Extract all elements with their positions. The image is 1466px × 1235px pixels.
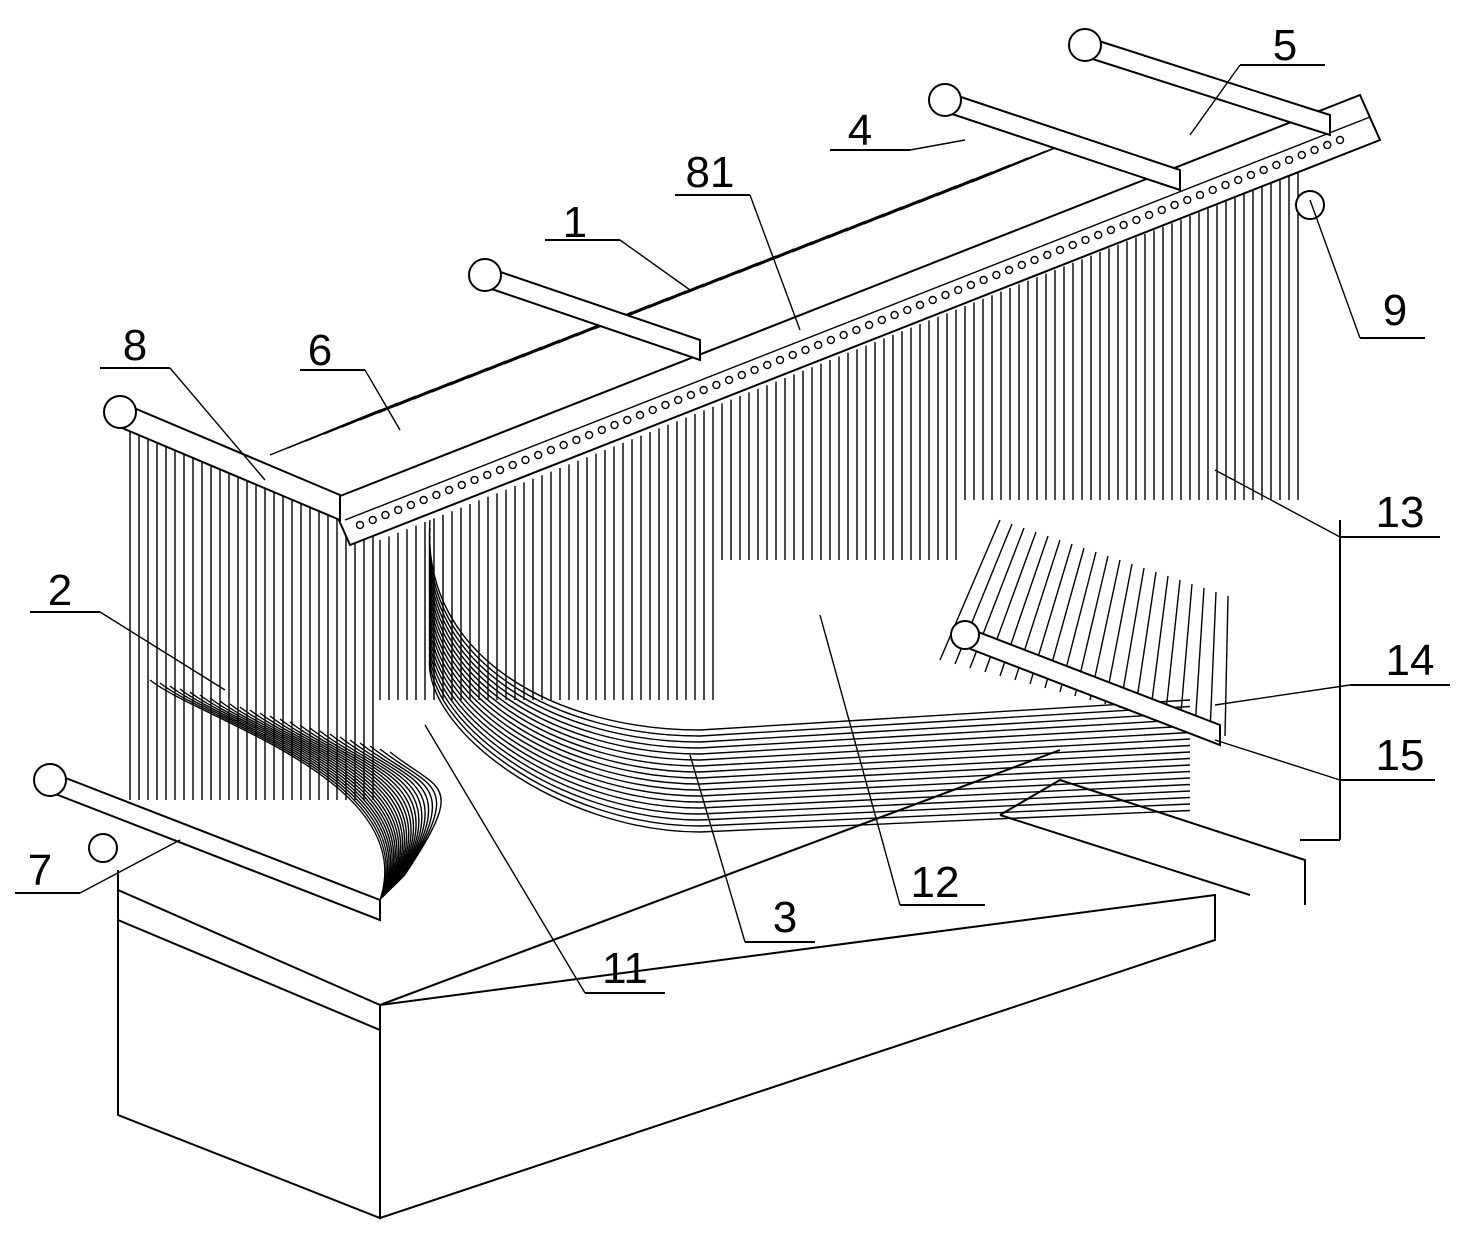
leader-line: [1215, 470, 1340, 537]
leader-line: [1215, 740, 1340, 780]
slope-tube: [1180, 584, 1192, 724]
label-text: 3: [773, 893, 797, 942]
slope-tube: [1225, 596, 1228, 736]
reference-label-15: 15: [1215, 731, 1435, 780]
leader-line: [425, 725, 585, 993]
leader-line: [910, 140, 965, 150]
floor-tube: [429, 536, 1190, 742]
label-text: 6: [308, 326, 332, 375]
reference-label-14: 14: [1215, 636, 1450, 705]
reference-label-9: 9: [1310, 200, 1425, 338]
leader-line: [100, 612, 225, 690]
slope-tube: [1195, 588, 1204, 728]
label-text: 81: [686, 148, 735, 197]
label-text: 7: [28, 846, 52, 895]
label-text: 11: [602, 944, 648, 993]
header-1: [480, 265, 700, 360]
leader-line: [1310, 200, 1360, 338]
label-text: 14: [1386, 636, 1435, 685]
leader-line: [1215, 685, 1350, 705]
floor-tube: [429, 608, 1190, 796]
leader-line: [620, 240, 690, 290]
slope-tube: [1210, 592, 1216, 732]
reference-label-13: 13: [1215, 470, 1440, 537]
label-text: 4: [848, 106, 872, 155]
reference-label-1: 1: [545, 198, 690, 290]
label-text: 12: [911, 858, 960, 907]
label-text: 9: [1383, 286, 1407, 335]
header-14: [960, 625, 1220, 745]
label-text: 8: [123, 321, 147, 370]
slope-tube: [1165, 580, 1180, 720]
reference-label-6: 6: [300, 326, 400, 430]
leader-line: [365, 370, 400, 430]
header-4: [940, 90, 1180, 190]
tube-walls: [130, 137, 1298, 900]
floor-tube: [429, 520, 1190, 730]
label-text: 13: [1376, 488, 1425, 537]
reference-label-81: 81: [675, 148, 800, 330]
label-text: 2: [48, 566, 72, 615]
header-8: [115, 400, 340, 520]
label-text: 15: [1376, 731, 1425, 780]
reference-label-2: 2: [30, 566, 225, 690]
leader-line: [820, 615, 900, 905]
label-text: 5: [1273, 21, 1297, 70]
